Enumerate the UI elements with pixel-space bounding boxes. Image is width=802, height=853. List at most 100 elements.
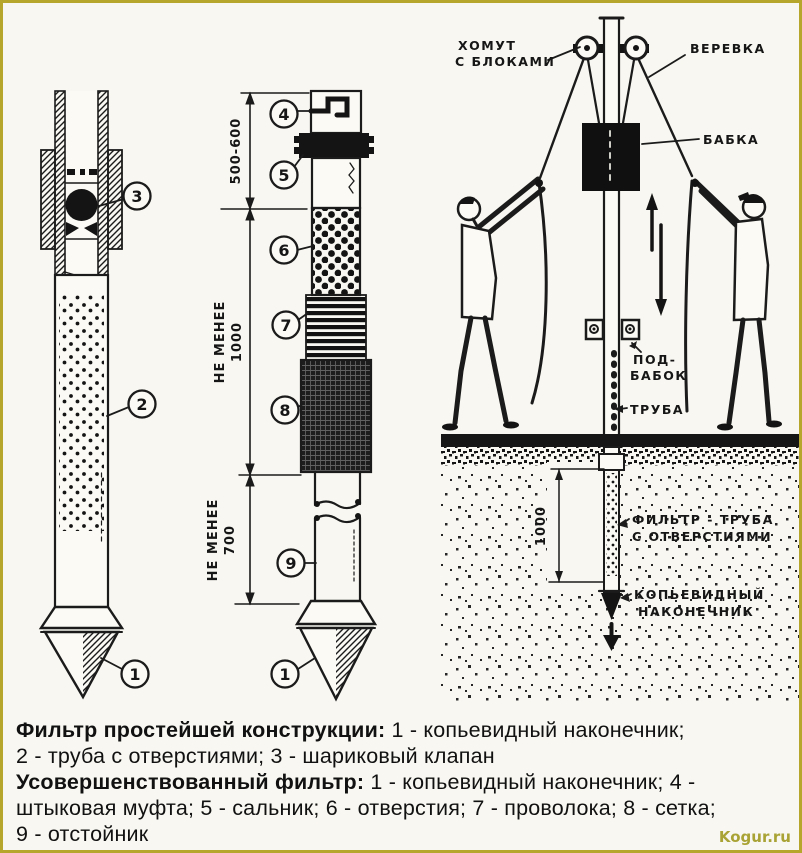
pulley-left bbox=[574, 35, 600, 61]
ram-weight bbox=[582, 123, 640, 191]
callout-muff: 4 bbox=[269, 99, 311, 129]
coupling-left bbox=[40, 149, 56, 250]
callout-sump: 9 bbox=[276, 548, 317, 578]
pipe-wall-left bbox=[54, 90, 66, 276]
caption-line-1: Фильтр простейшей конструкции: 1 - копье… bbox=[16, 717, 796, 743]
pipe-break bbox=[313, 470, 362, 604]
right-worker bbox=[691, 178, 782, 431]
spear-tip bbox=[601, 593, 622, 620]
foot bbox=[766, 420, 782, 428]
subram-clamp bbox=[584, 318, 641, 341]
label-rope: ВЕРЕВКА bbox=[690, 41, 766, 56]
holes-section bbox=[310, 206, 362, 297]
pipe-coupling bbox=[598, 453, 625, 471]
watermark: Kogur.ru bbox=[718, 828, 791, 846]
back-leg bbox=[452, 315, 474, 426]
valve-ball bbox=[65, 189, 98, 221]
dim-top: 500-600 bbox=[229, 118, 244, 185]
torso bbox=[732, 217, 770, 322]
callout-number: 8 bbox=[279, 401, 290, 420]
caption-line-5: 9 - отстойник bbox=[16, 821, 796, 847]
label-ram: БАБКА bbox=[703, 132, 759, 147]
label-tip-line1: КОПЬЕВИДНЫЙ bbox=[634, 587, 765, 602]
ground-line bbox=[441, 434, 799, 447]
label-filter-line1: ФИЛЬТР - ТРУБА bbox=[632, 512, 774, 527]
caption-line-3: Усовершенствованный фильтр: 1 - копьевид… bbox=[16, 769, 796, 795]
wire-winding bbox=[305, 294, 367, 361]
gland-seal bbox=[294, 133, 374, 158]
dim-mid-label: НЕ МЕНЕЕ bbox=[213, 301, 228, 384]
figure-simple-filter: 3 2 1 bbox=[38, 90, 157, 700]
dimension-chain bbox=[220, 91, 310, 606]
caption-lead-simple: Фильтр простейшей конструкции: bbox=[16, 718, 386, 742]
bayonet-slot bbox=[308, 96, 350, 118]
foot bbox=[717, 423, 733, 431]
front-leg bbox=[726, 317, 746, 426]
callout-number: 1 bbox=[129, 665, 140, 684]
callout-number: 4 bbox=[278, 105, 289, 124]
figure-improved-filter: 500-600 НЕ МЕНЕЕ 1000 НЕ МЕНЕЕ 700 bbox=[206, 89, 378, 702]
caption-lead-improved: Усовершенствованный фильтр: bbox=[16, 770, 365, 794]
callout-number: 3 bbox=[131, 187, 142, 206]
pipe-wall-right bbox=[97, 90, 109, 276]
tip-collar bbox=[38, 605, 125, 630]
torso bbox=[460, 223, 498, 321]
well-filter-diagram: 3 2 1 500-600 НЕ МЕНЕЕ bbox=[38, 16, 799, 702]
down-arrow bbox=[655, 223, 667, 316]
thread-mark bbox=[348, 162, 355, 194]
callout-holes: 6 bbox=[269, 235, 314, 265]
hair bbox=[459, 196, 475, 204]
tip-collar bbox=[294, 599, 378, 626]
caption-text: штыковая муфта; 5 - сальник; 6 - отверст… bbox=[16, 796, 716, 820]
front-leg bbox=[482, 315, 509, 424]
foot bbox=[503, 421, 519, 429]
up-arrow bbox=[646, 193, 658, 252]
callout-number: 7 bbox=[280, 316, 291, 335]
callout-wire: 7 bbox=[271, 310, 309, 340]
cap bbox=[744, 194, 764, 203]
caption-text: 1 - копьевидный наконечник; 4 - bbox=[364, 770, 696, 794]
left-worker bbox=[442, 176, 546, 431]
depth-dimension bbox=[548, 468, 605, 583]
caption-line-2: 2 - труба с отверстиями; 3 - шариковый к… bbox=[16, 743, 796, 769]
label-clamp-line2: С БЛОКАМИ bbox=[455, 54, 555, 69]
label-subram-line1: ПОД- bbox=[633, 352, 676, 367]
dim-bottom-label: НЕ МЕНЕЕ bbox=[206, 499, 221, 582]
hands bbox=[691, 179, 699, 187]
label-subram-line2: БАБОК bbox=[630, 368, 687, 383]
label-filter-line2: С ОТВЕРСТИЯМИ bbox=[632, 529, 772, 544]
caption: Фильтр простейшей конструкции: 1 - копье… bbox=[16, 717, 796, 847]
drive-direction-arrow bbox=[603, 622, 620, 651]
filter-perforations bbox=[606, 473, 617, 576]
dim-bottom-value: 700 bbox=[223, 525, 238, 555]
caption-text: 1 - копьевидный наконечник; bbox=[385, 718, 685, 742]
callout-mesh: 8 bbox=[270, 395, 304, 425]
label-clamp-line1: ХОМУТ bbox=[458, 38, 516, 53]
label-pipe: ТРУБА bbox=[630, 402, 684, 417]
callout-tip: 1 bbox=[270, 657, 316, 689]
dim-mid-value: 1000 bbox=[230, 322, 245, 362]
callout-number: 5 bbox=[278, 166, 289, 185]
callout-number: 6 bbox=[278, 241, 289, 260]
callout-number: 1 bbox=[279, 665, 290, 684]
labels: ХОМУТ С БЛОКАМИ ВЕРЕВКА БАБКА ПОД- БАБОК… bbox=[455, 38, 774, 619]
hands bbox=[535, 179, 543, 187]
figure-driving-scene: 1000 ХОМУТ С БЛОКАМИ ВЕРЕВКА БАБКА ПОД- … bbox=[441, 16, 799, 701]
callout-pipe: 2 bbox=[106, 389, 157, 419]
mesh-section bbox=[299, 358, 373, 474]
callout-valve: 3 bbox=[98, 181, 152, 211]
ball-valve bbox=[65, 169, 98, 240]
callout-gland: 5 bbox=[269, 154, 304, 190]
perforations bbox=[59, 295, 104, 531]
label-tip-line2: НАКОНЕЧНИК bbox=[638, 604, 754, 619]
callout-number: 2 bbox=[136, 395, 147, 414]
caption-line-4: штыковая муфта; 5 - сальник; 6 - отверст… bbox=[16, 795, 796, 821]
callout-tip: 1 bbox=[100, 657, 150, 689]
foot bbox=[442, 423, 458, 431]
dim-depth: 1000 bbox=[534, 506, 549, 546]
dimension-clear-zone bbox=[547, 462, 609, 589]
back-leg bbox=[756, 317, 772, 424]
callout-number: 9 bbox=[285, 554, 296, 573]
caption-text: 2 - труба с отверстиями; 3 - шариковый к… bbox=[16, 744, 495, 768]
